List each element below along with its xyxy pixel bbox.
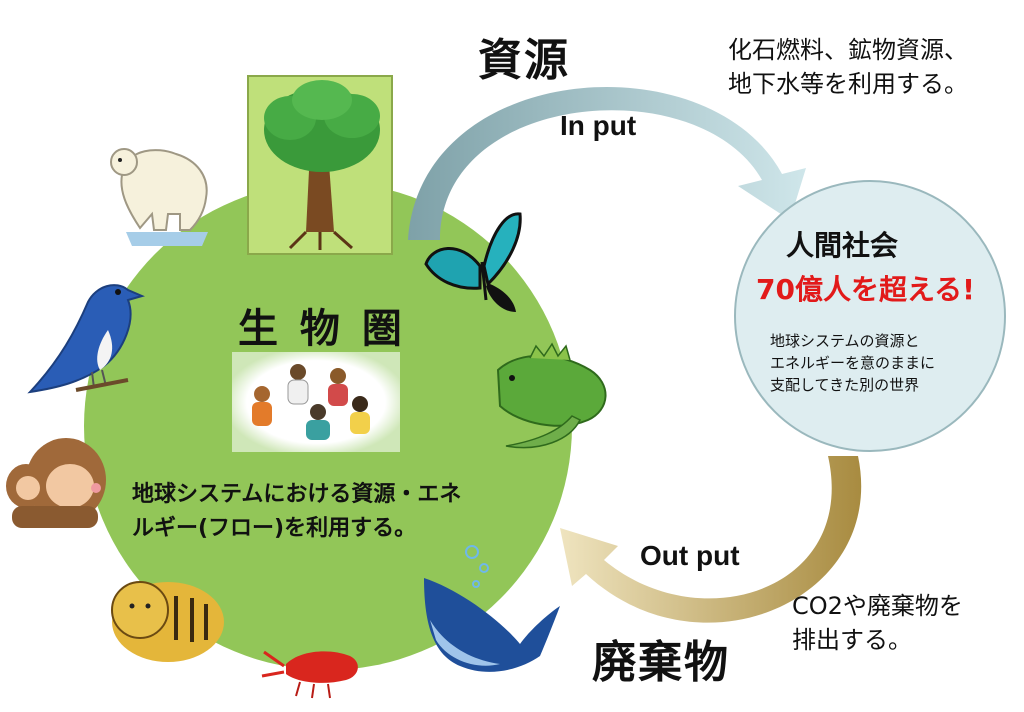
society-title: 人間社会 — [786, 229, 899, 262]
bird-icon — [27, 284, 145, 394]
society-desc-line-1: 地球システムの資源と — [770, 332, 920, 350]
polar-bear-icon — [110, 148, 208, 246]
human-society-circle — [734, 180, 1006, 452]
waste-note-line-1: CO2や廃棄物を — [792, 592, 963, 620]
output-arrow — [560, 456, 862, 623]
crayfish-icon — [261, 650, 358, 699]
society-desc-line-3: 支配してきた別の世界 — [770, 376, 920, 394]
butterfly-icon — [424, 212, 522, 312]
resource-title: 資源 — [478, 35, 570, 86]
whale-icon — [424, 545, 560, 672]
monkeys-icon — [6, 438, 106, 528]
tiger-icon — [111, 581, 224, 662]
biosphere-desc-line-1: 地球システムにおける資源・エネ — [132, 482, 462, 507]
tree-icon — [247, 75, 393, 255]
resource-note-line-1: 化石燃料、鉱物資源、 — [728, 36, 968, 64]
input-arrow — [408, 87, 806, 240]
output-label: Out put — [640, 540, 740, 571]
biosphere-desc-line-2: ルギー(フロー)を利用する。 — [132, 516, 417, 541]
waste-title: 廃棄物 — [592, 637, 730, 688]
society-headline: 70億人を超える! — [756, 273, 975, 306]
biosphere-title: 生 物 圏 — [238, 306, 406, 352]
people-group-icon — [232, 352, 400, 452]
iguana-icon — [496, 342, 607, 449]
resource-note-line-2: 地下水等を利用する。 — [728, 70, 968, 98]
society-desc-line-2: エネルギーを意のままに — [770, 354, 936, 372]
input-label: In put — [560, 110, 637, 141]
waste-note-line-2: 排出する。 — [792, 626, 912, 654]
